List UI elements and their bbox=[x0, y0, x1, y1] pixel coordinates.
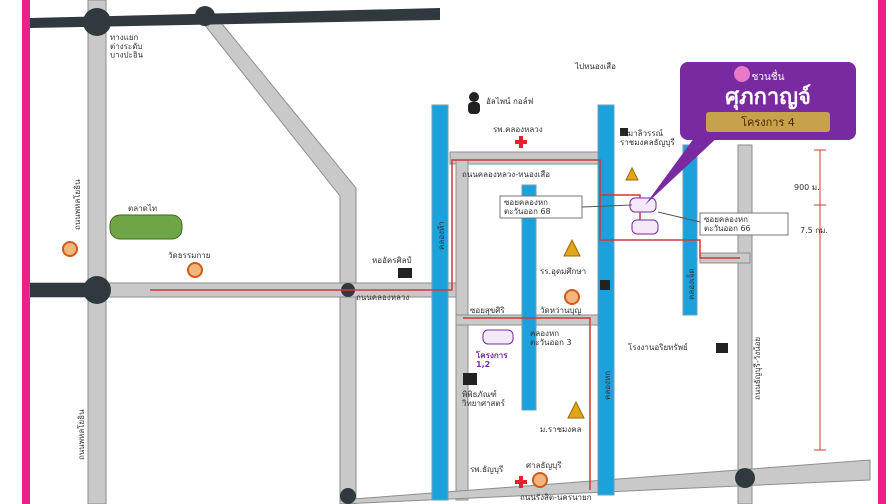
label-thanyaburi-wang-noi: ถนนธัญบุรี-วังน้อย bbox=[753, 337, 762, 400]
label-dist-75: 7.5 กม. bbox=[800, 226, 828, 235]
road-mid-vertical bbox=[455, 159, 469, 501]
hospital-icon bbox=[515, 136, 527, 148]
logo-line2: ศุภกาญจ์ bbox=[725, 84, 811, 111]
soi-66-box bbox=[699, 212, 789, 236]
route-soi bbox=[600, 194, 641, 230]
markers bbox=[62, 92, 728, 488]
route-south bbox=[463, 317, 591, 490]
highways bbox=[30, 6, 755, 504]
hospital-icon bbox=[515, 476, 527, 488]
project-logo bbox=[629, 197, 657, 213]
callout-pointer bbox=[645, 130, 720, 205]
pointer-line bbox=[581, 204, 633, 208]
label-wat-thammakai: วัดธรรมกาย bbox=[168, 251, 210, 260]
label-dist-900: 900 ม. bbox=[794, 183, 820, 192]
label-thanyaburi-court: ศาลธัญบุรี bbox=[526, 461, 562, 470]
highway-top bbox=[30, 8, 440, 28]
road-diagonal bbox=[194, 13, 357, 504]
golf-icon-head bbox=[469, 92, 479, 102]
label-rr-uthai: รร.อุดมศึกษา bbox=[540, 267, 586, 276]
flower-icon bbox=[734, 66, 750, 82]
label-hospital-thanyaburi: รพ.ธัญบุรี bbox=[470, 465, 504, 474]
label-khlong-6: คลองหก bbox=[603, 371, 612, 400]
project-logo bbox=[631, 219, 659, 235]
right-frame-border bbox=[878, 0, 886, 504]
label-rajamangala: ม.ราชมงคล bbox=[540, 425, 582, 434]
route-main bbox=[150, 159, 740, 291]
interchange-top bbox=[83, 8, 111, 36]
building-icon bbox=[398, 268, 412, 278]
label-intersection: ทางแยกต่างระดับบางปะอิน bbox=[110, 33, 144, 60]
label-soi-suksiri: ซอยสุขศิริ bbox=[470, 306, 505, 315]
road-thanyaburi-wangnoi bbox=[737, 144, 753, 504]
label-soi-5-east: คลองหกตะวันออก 3 bbox=[530, 329, 572, 347]
project-logo-callout: ชวนชื่น ศุภกาญจ์ โครงการ 4 bbox=[645, 62, 856, 205]
label-hospital-khlong-luang: รพ.คลองหลวง bbox=[493, 125, 543, 134]
label-phahon-side: ถนนพหลโยธิน bbox=[72, 179, 82, 230]
label-museum: พิพิธภัณฑ์วิทยาศาสตร์ bbox=[461, 389, 505, 408]
map-labels: ไปหนองเสือ อัลไพน์ กอล์ฟ รพ.คลองหลวง ถนน… bbox=[72, 33, 828, 502]
golf-icon-body bbox=[468, 102, 480, 114]
building-icon bbox=[620, 128, 628, 136]
label-phahonyothin: ถนนพหลโยธิน bbox=[76, 409, 86, 460]
building-icon bbox=[716, 343, 728, 353]
label-wat-lam-bua: วัดหว่านบุญ bbox=[540, 306, 581, 315]
label-hor-art: หออัครศิลป์ bbox=[372, 255, 412, 265]
left-frame-border bbox=[22, 0, 30, 504]
label-khlong-luang-rd: ถนนคลองหลวง bbox=[356, 293, 409, 302]
logo-badge-text: โครงการ 4 bbox=[741, 115, 795, 129]
building-icon bbox=[600, 280, 610, 290]
label-khlong-7: คลองเจ็ด bbox=[686, 268, 696, 300]
junction-right bbox=[735, 468, 755, 488]
logo-badge bbox=[706, 112, 830, 132]
building-icon bbox=[463, 373, 477, 385]
canals bbox=[431, 104, 698, 501]
canal-khlong-6-mid bbox=[521, 184, 537, 411]
label-khlong-luang-nong-suea: ถนนคลองหลวง-หนองเสือ bbox=[462, 170, 550, 179]
road-vertical-left bbox=[87, 0, 107, 504]
label-rangsit-nakhon-nayok: ถนนรังสิต-นครนายก bbox=[520, 493, 592, 502]
wheel-icon bbox=[62, 241, 580, 488]
canal-khlong-5 bbox=[431, 104, 449, 501]
talad-thai-logo bbox=[109, 214, 183, 240]
distance-indicator bbox=[814, 149, 826, 451]
label-talad-thai: ตลาดไท bbox=[128, 204, 157, 213]
logo-line1: ชวนชื่น bbox=[752, 69, 785, 83]
label-factory: โรงงานอริยทรัพย์ bbox=[628, 342, 688, 352]
label-to-nong-suea: ไปหนองเสือ bbox=[574, 62, 616, 71]
pointer-line bbox=[657, 211, 701, 223]
road-north-connector bbox=[449, 151, 601, 165]
label-khlong-5: คลองห้า bbox=[437, 221, 446, 250]
route-lines bbox=[150, 159, 740, 490]
interchange-mid bbox=[83, 276, 111, 304]
junction-bottom bbox=[340, 488, 356, 504]
label-alpine-golf: อัลไพน์ กอล์ฟ bbox=[486, 96, 534, 106]
temple-icon bbox=[563, 166, 639, 419]
label-rmutt: ม.มาลิวรรณ์ราชมงคลธัญบุรี bbox=[620, 128, 675, 147]
label-soi-68: ซอยคลองหกตะวันออก 68 bbox=[504, 198, 551, 216]
canal-khlong-6 bbox=[597, 104, 615, 496]
project-logo bbox=[482, 329, 514, 345]
junction-diagonal bbox=[195, 6, 215, 26]
label-soi-66: ซอยคลองหกตะวันออก 66 bbox=[704, 215, 751, 233]
